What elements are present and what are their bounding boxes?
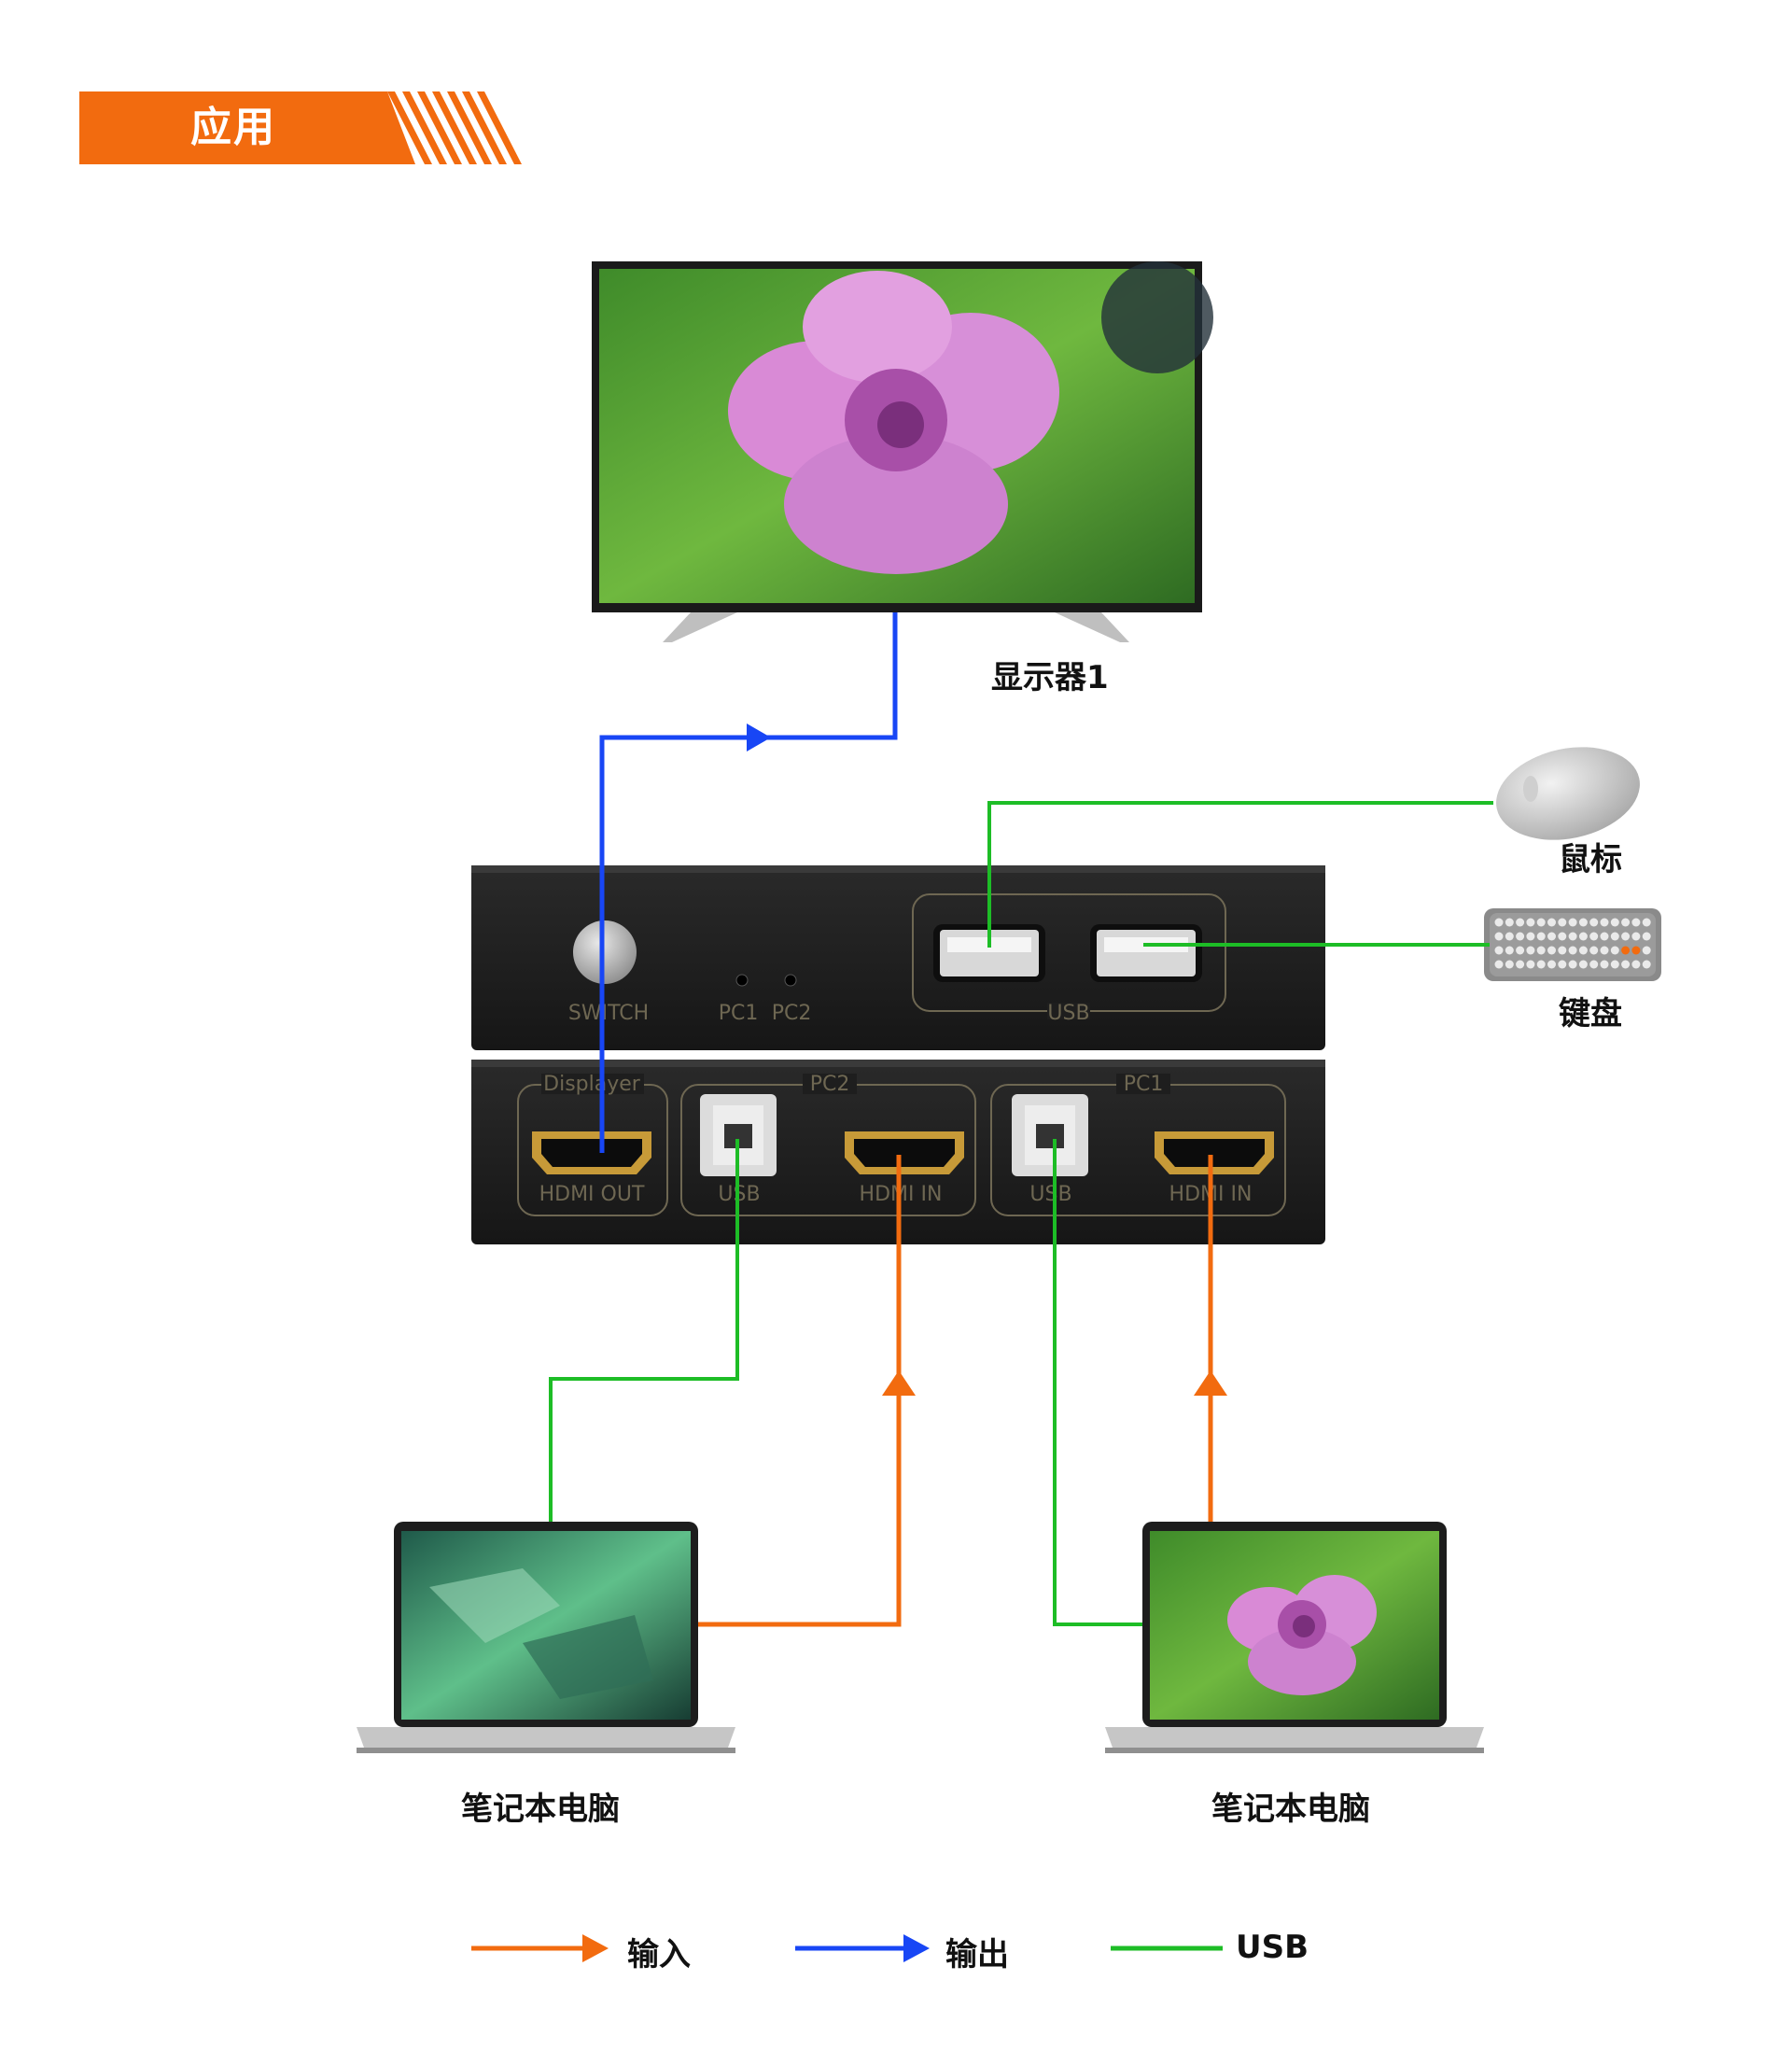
input-pc2-line xyxy=(698,1155,902,1627)
laptop-left-label: 笔记本电脑 xyxy=(461,1791,620,1828)
laptop-right-label: 笔记本电脑 xyxy=(1211,1791,1370,1828)
header-banner xyxy=(79,91,522,164)
pc2-hdmi-in-port-icon xyxy=(845,1131,964,1174)
pc2-usb-b-port-icon xyxy=(700,1094,777,1176)
usb-pc2-line xyxy=(549,1139,739,1522)
hdmi-out-port-icon xyxy=(532,1131,651,1174)
legend-usb-label: USB xyxy=(1236,1929,1309,1966)
usb-port-2-icon xyxy=(1090,924,1202,982)
laptop-left-screen xyxy=(401,1531,691,1720)
legend-output-swatch xyxy=(795,1934,930,1962)
led1-label: PC1 xyxy=(719,1002,759,1025)
hdmi-out-label: HDMI OUT xyxy=(539,1183,645,1206)
page-title: 应用 xyxy=(190,104,276,151)
pc1-label: PC1 xyxy=(1124,1073,1164,1096)
usb-mouse-line xyxy=(987,801,1493,948)
legend-output-label: 输出 xyxy=(945,1936,1009,1974)
switch-box-front: SWITCH PC1 PC2 USB xyxy=(471,865,1325,1050)
output-arrow-icon xyxy=(747,723,771,752)
displayer-label: Displayer xyxy=(543,1073,641,1096)
pc2-label: PC2 xyxy=(810,1073,850,1096)
pc1-usb-label: USB xyxy=(1029,1183,1071,1206)
switch-button[interactable] xyxy=(573,920,637,984)
led-pc2-icon xyxy=(784,974,797,987)
led2-label: PC2 xyxy=(772,1002,812,1025)
pc1-hdmi-in-port-icon xyxy=(1155,1131,1274,1174)
laptop-left xyxy=(357,1522,735,1753)
legend-input-swatch xyxy=(471,1934,609,1962)
keyboard-label: 键盘 xyxy=(1559,995,1622,1032)
input-pc2-arrow-icon xyxy=(882,1370,916,1396)
mouse-icon xyxy=(1496,747,1640,840)
led-pc1-icon xyxy=(735,974,749,987)
keyboard-icon xyxy=(1484,908,1661,981)
switch-label: SWITCH xyxy=(568,1002,649,1025)
flower-icon xyxy=(728,271,1059,574)
front-usb-label: USB xyxy=(1047,1002,1089,1025)
mouse-label: 鼠标 xyxy=(1559,841,1622,878)
input-pc1-arrow-icon xyxy=(1194,1370,1227,1396)
monitor-label: 显示器1 xyxy=(991,659,1109,696)
monitor xyxy=(592,261,1213,642)
laptop-right xyxy=(1105,1522,1484,1753)
usb-pc1-line xyxy=(1053,1139,1142,1626)
pc1-usb-b-port-icon xyxy=(1012,1094,1088,1176)
legend-input-label: 输入 xyxy=(627,1936,691,1974)
